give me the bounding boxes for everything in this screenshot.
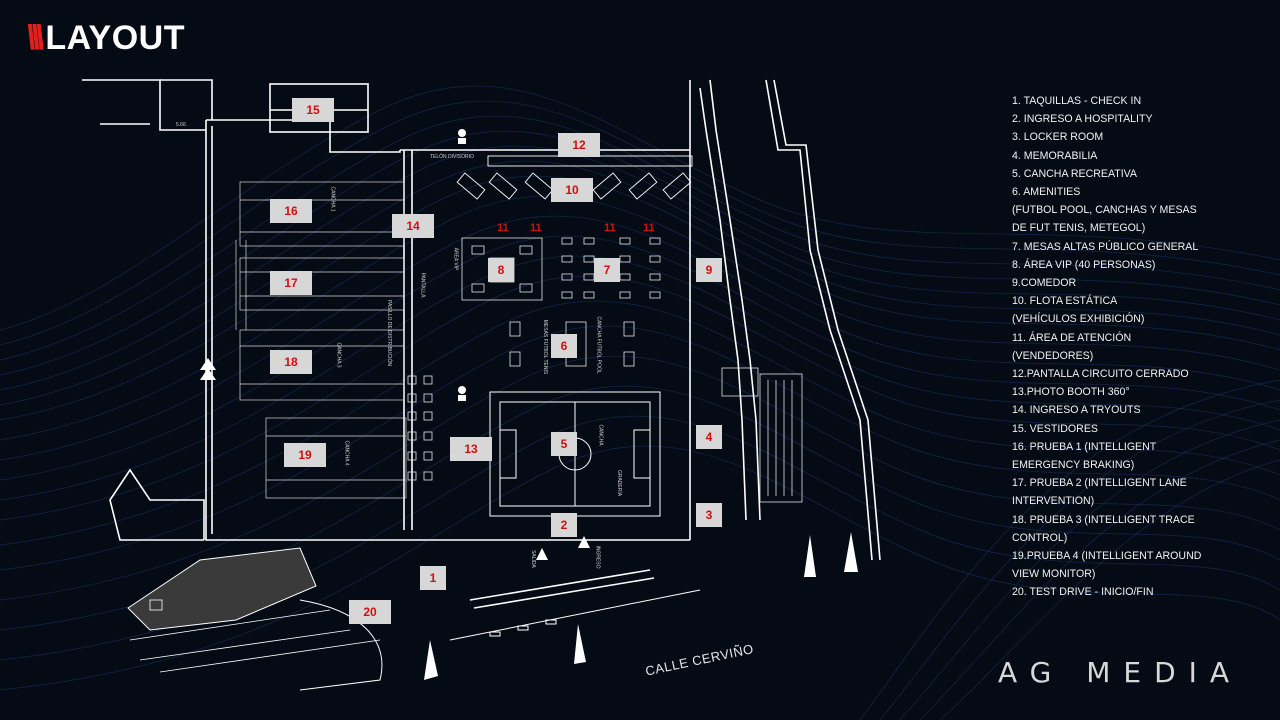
zone-tag-11d: 11	[643, 222, 655, 234]
label-cancha: CANCHA	[597, 424, 604, 446]
zone-tag-11c: 11	[604, 222, 616, 234]
legend-item: 15. VESTIDORES	[1012, 422, 1098, 435]
label-pasillo: PASILLO DE DISTRIBUCIÓN	[386, 299, 393, 367]
legend-item: CONTROL)	[1012, 531, 1068, 544]
legend-item: 17. PRUEBA 2 (INTELLIGENT LANE	[1012, 477, 1187, 490]
zone-tag-1: 1	[420, 566, 446, 590]
zone-tag-19: 19	[284, 443, 326, 467]
zone-tag-16: 16	[270, 199, 312, 223]
legend-item: 18. PRUEBA 3 (INTELLIGENT TRACE	[1012, 513, 1195, 526]
legend-item: 2. INGRESO A HOSPITALITY	[1012, 113, 1153, 126]
zone-tag-11b: 11	[530, 222, 542, 234]
legend-item: 3. LOCKER ROOM	[1012, 131, 1104, 144]
entry-arrows	[200, 358, 858, 680]
zone-tag-11a: 11	[497, 222, 509, 234]
label-cancha3: CANCHA 3	[335, 342, 342, 368]
legend-item: 10. FLOTA ESTÁTICA	[1012, 295, 1118, 308]
legend-item: 14. INGRESO A TRYOUTS	[1012, 404, 1141, 417]
zone-tag-3: 3	[696, 503, 722, 527]
label-ingreso: INGRESO	[594, 545, 601, 569]
people-icons	[458, 129, 466, 401]
zone-tag-9: 9	[696, 258, 722, 282]
zone-tag-20: 20	[349, 600, 391, 624]
parking-area	[127, 547, 383, 691]
label-area-vip: ÁREA VIP	[452, 247, 459, 271]
legend-item: 6. AMENITIES	[1012, 186, 1081, 199]
zone-tag-15: 15	[292, 98, 334, 122]
label-salida: SALIDA	[529, 550, 536, 568]
building-walls	[82, 79, 881, 609]
legend-item: (VEHÍCULOS EXHIBICIÓN)	[1012, 313, 1145, 326]
legend-item: 7. MESAS ALTAS PÚBLICO GENERAL	[1012, 240, 1199, 253]
label-grada: GRADERÍA	[616, 469, 623, 497]
wave-background	[0, 85, 1280, 720]
zone-tag-5: 5	[551, 432, 577, 456]
label-pantalla: PANTALLA	[419, 272, 426, 298]
zone-tag-13: 13	[450, 437, 492, 461]
zone-tag-4: 4	[696, 425, 722, 449]
label-cancha4: CANCHA 4	[343, 440, 350, 466]
seating-areas	[407, 237, 661, 481]
zone-tag-18: 18	[270, 350, 312, 374]
label-cancha-pool: CANCHA FUTBOL POOL	[595, 316, 602, 374]
test-lanes	[235, 181, 407, 499]
slide-title: \\\ LAYOUT	[26, 18, 185, 58]
legend-item: 16. PRUEBA 1 (INTELLIGENT	[1012, 440, 1157, 453]
legend-item: 1. TAQUILLAS - CHECK IN	[1012, 95, 1142, 107]
legend-item: (VENDEDORES)	[1012, 349, 1094, 362]
title-text: LAYOUT	[45, 18, 185, 57]
brand-logo: AG MEDIA	[998, 656, 1243, 689]
legend-item: 19.PRUEBA 4 (INTELLIGENT AROUND	[1012, 550, 1202, 563]
legend-item: 20. TEST DRIVE - INICIO/FIN	[1012, 586, 1154, 599]
zone-tag-17: 17	[270, 271, 312, 295]
street-edge	[449, 589, 701, 641]
legend-list: 1. TAQUILLAS - CHECK IN 2. INGRESO A HOS…	[1012, 92, 1262, 602]
zone-tag-10: 10	[551, 178, 593, 202]
zone-tag-12: 12	[558, 133, 600, 157]
zone-tag-2: 2	[551, 513, 577, 537]
vehicle-fleet	[456, 155, 693, 200]
legend-item: DE FUT TENIS, METEGOL)	[1012, 222, 1146, 235]
label-dimension: 5.66	[176, 122, 186, 128]
zone-tag-7: 7	[594, 258, 620, 282]
legend-item: 5. CANCHA RECREATIVA	[1012, 167, 1137, 180]
label-telon: TELÓN DIVISORIO	[430, 154, 474, 160]
title-slashes: \\\	[26, 18, 44, 57]
label-mesas-fut: MESAS FUTBOL TENIS	[542, 319, 549, 375]
legend-item: 9.COMEDOR	[1012, 277, 1077, 290]
zone-tag-8: 8	[488, 258, 514, 282]
legend-item: (FUTBOL POOL, CANCHAS Y MESAS	[1012, 204, 1197, 217]
label-cancha1: CANCHA 1	[329, 186, 336, 212]
legend-item: 8. ÁREA VIP (40 PERSONAS)	[1012, 258, 1156, 271]
zone-tag-6: 6	[551, 334, 577, 358]
legend-item: 13.PHOTO BOOTH 360°	[1012, 386, 1130, 399]
legend-item: INTERVENTION)	[1012, 495, 1095, 508]
legend-item: 11. ÁREA DE ATENCIÓN	[1012, 331, 1132, 344]
legend-item: 12.PANTALLA CIRCUITO CERRADO	[1012, 368, 1189, 381]
zone-tag-14: 14	[392, 214, 434, 238]
locker-stalls	[721, 367, 803, 503]
legend-item: 4. MEMORABILIA	[1012, 149, 1098, 162]
legend-item: VIEW MONITOR)	[1012, 568, 1096, 581]
legend-item: EMERGENCY BRAKING)	[1012, 459, 1135, 472]
